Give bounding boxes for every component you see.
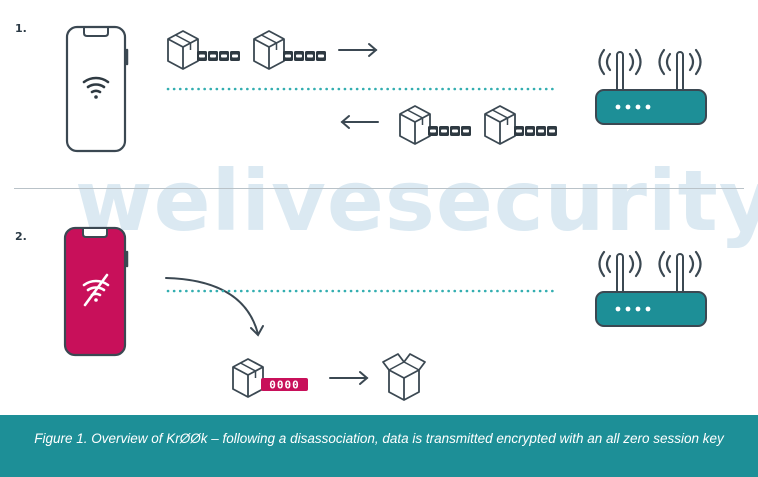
encrypted-key <box>197 51 240 61</box>
box-icon <box>167 30 199 70</box>
box-icon <box>253 30 285 70</box>
wifi-off-icon <box>82 273 110 307</box>
box-icon <box>484 105 516 145</box>
zero-key: 0000 <box>261 378 308 392</box>
zero-key-label: 0000 <box>269 379 300 392</box>
smartphone-icon <box>65 25 129 153</box>
packet <box>484 105 557 145</box>
box-icon <box>399 105 431 145</box>
open-box-icon <box>382 353 426 401</box>
arrow-left-icon <box>340 115 379 129</box>
phone-connected <box>65 25 129 153</box>
wifi-icon <box>82 76 110 99</box>
watermark: welivesecurity <box>75 152 758 250</box>
krook-diagram: 0000 <box>63 25 708 401</box>
section-divider <box>14 188 744 189</box>
router-icon <box>594 48 708 126</box>
encrypted-key <box>428 126 471 136</box>
arrow-right-icon <box>338 43 378 57</box>
packet <box>167 30 240 70</box>
box-icon <box>232 358 264 398</box>
encrypted-key <box>514 126 557 136</box>
arrow-curved-down-icon <box>165 277 264 337</box>
packet <box>399 105 471 145</box>
packet <box>253 30 326 70</box>
encrypted-key <box>283 51 326 61</box>
figure-caption: Figure 1. Overview of KrØØk – following … <box>0 415 758 477</box>
packet-zero-key: 0000 <box>232 358 308 398</box>
step-2-label: 2. <box>15 230 27 243</box>
router-icon <box>594 250 708 328</box>
phone-disassociated <box>63 226 129 357</box>
step-1-label: 1. <box>15 22 27 35</box>
arrow-right-icon <box>329 371 369 385</box>
